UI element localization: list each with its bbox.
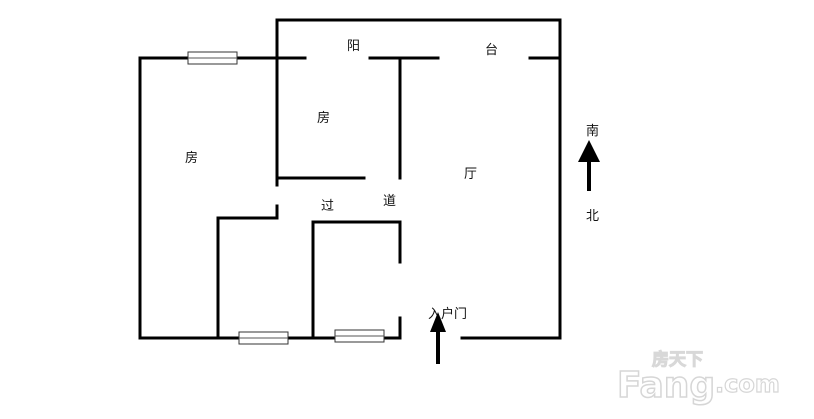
label-balcony-right: 台 xyxy=(485,43,498,58)
label-balcony-left: 阳 xyxy=(347,39,360,54)
label-living-room: 厅 xyxy=(464,167,477,182)
entrance-arrow-icon xyxy=(430,312,446,364)
label-corridor-right: 道 xyxy=(383,194,396,209)
walls xyxy=(138,18,562,340)
label-bedroom-inner: 房 xyxy=(317,110,330,126)
watermark-fang: Fang xyxy=(617,365,715,406)
window-bottom-mid xyxy=(334,329,385,343)
fang-logo-watermark: 房天下 Fang .com xyxy=(616,349,780,407)
label-corridor-left: 过 xyxy=(321,199,334,214)
watermark-com: .com xyxy=(715,370,780,398)
compass-arrow-icon xyxy=(578,140,600,191)
compass-north-label: 北 xyxy=(586,209,599,224)
compass-south-label: 南 xyxy=(586,123,599,139)
label-entrance: 入户门 xyxy=(428,306,467,322)
label-bedroom-large: 房 xyxy=(185,150,198,166)
window-bottom-left xyxy=(238,331,289,345)
watermark-cn: 房天下 xyxy=(652,349,703,370)
window-top-left xyxy=(187,51,238,65)
